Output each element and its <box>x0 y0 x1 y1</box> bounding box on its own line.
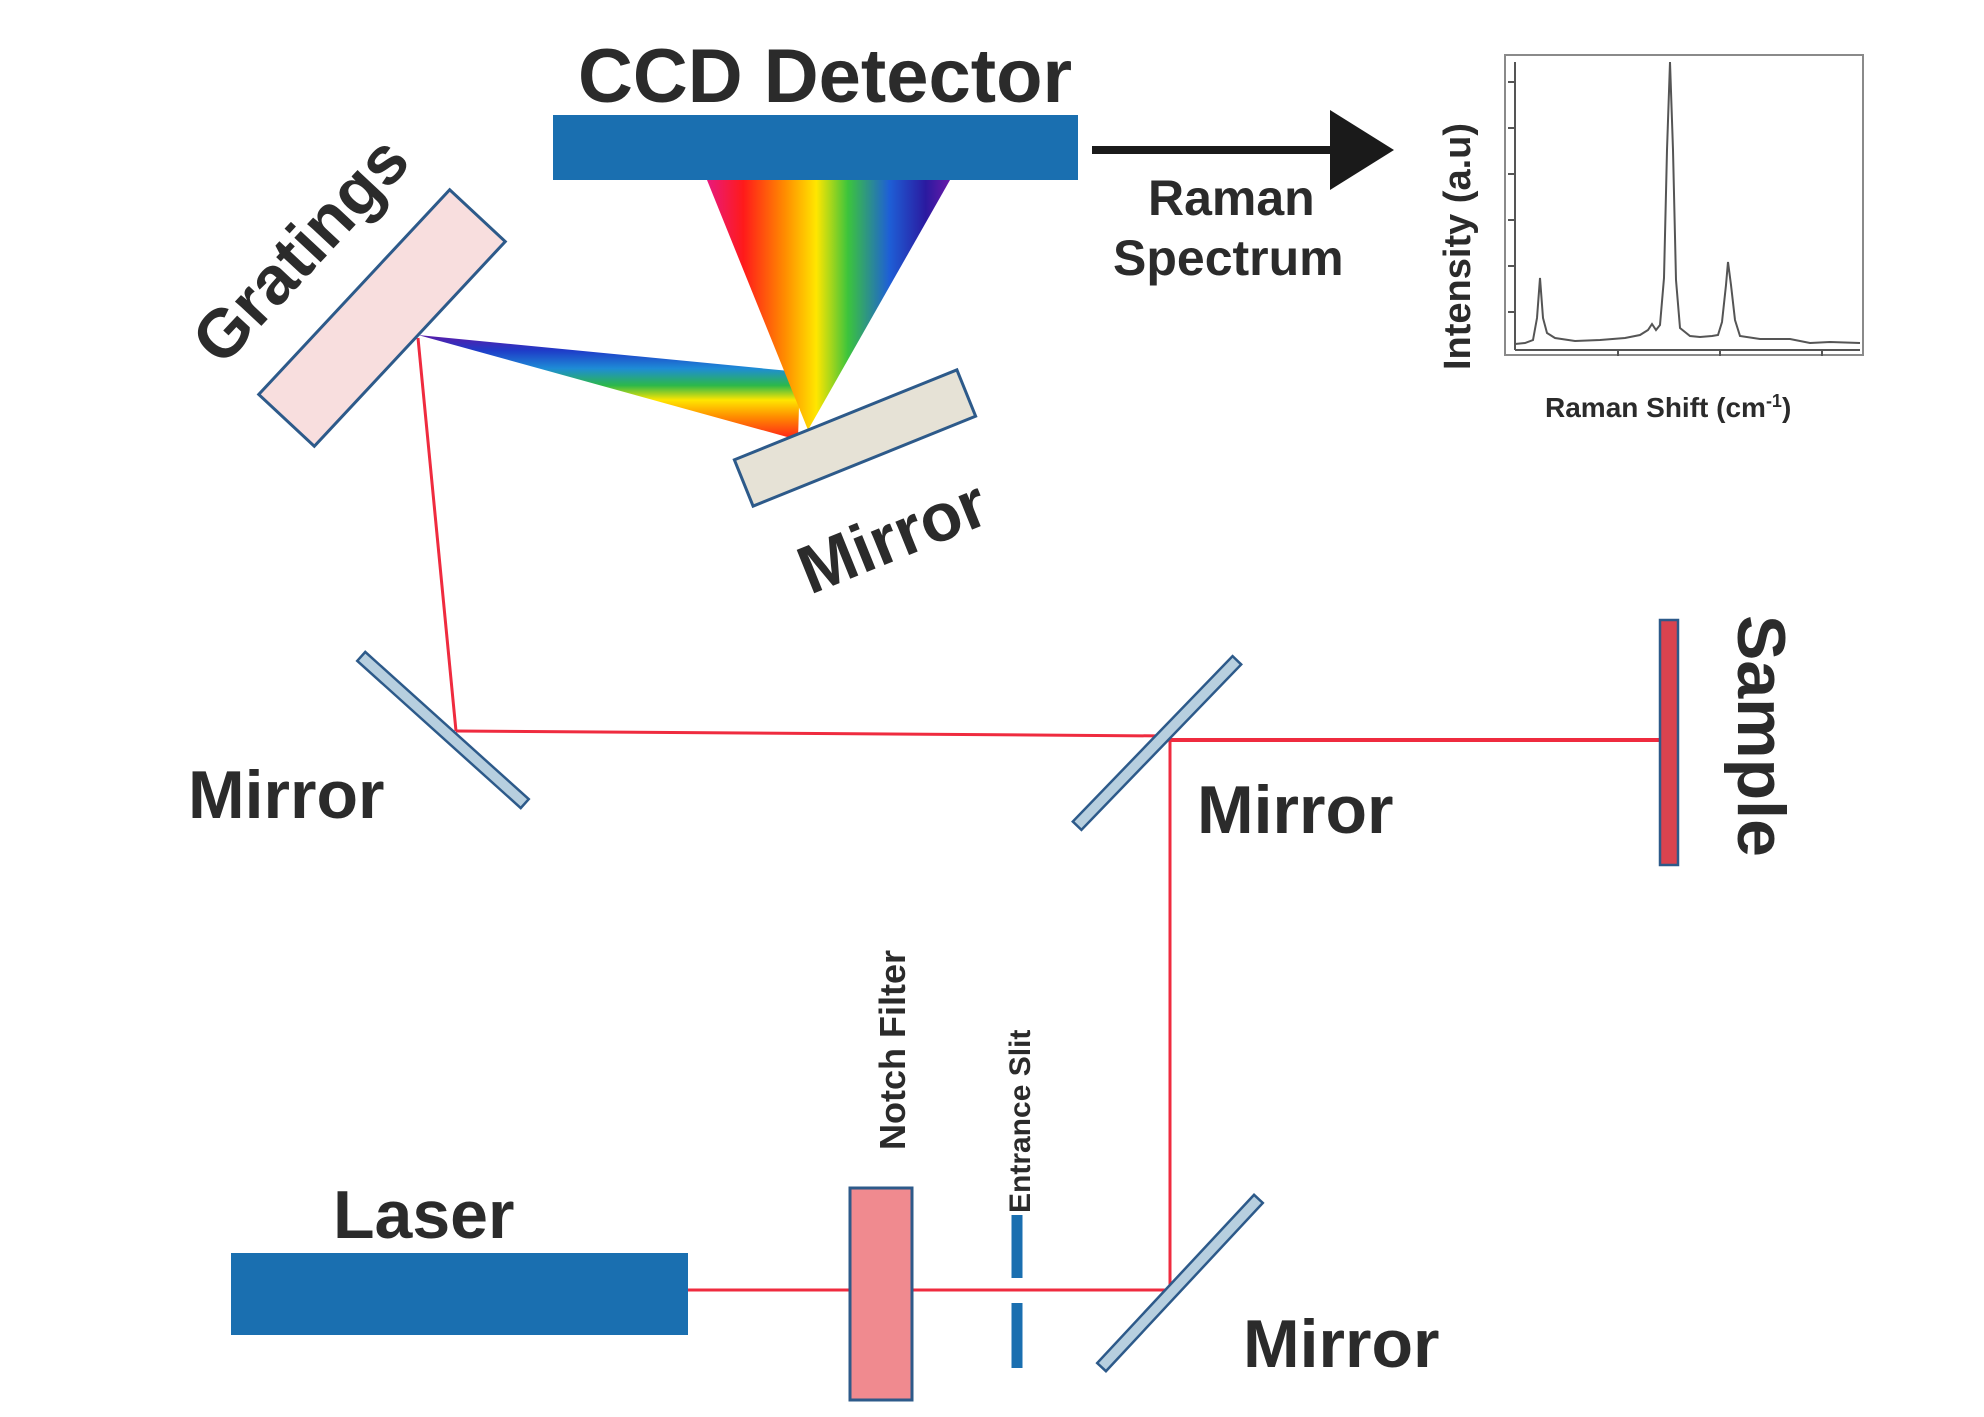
raman-spectrum-label-line1: Raman <box>1148 170 1315 226</box>
ccd-detector-label: CCD Detector <box>578 34 1072 119</box>
spectrum-fan <box>707 180 950 430</box>
laser-beam-path <box>416 337 1668 1292</box>
raman-spectrum-label-line2: Spectrum <box>1113 230 1344 286</box>
inset-spectrum-line <box>1514 61 1861 345</box>
sample-label: Sample <box>1723 615 1799 857</box>
entrance-slit-label: Entrance Slit <box>1004 1030 1037 1213</box>
middle-mirror-label: Mirror <box>1197 772 1393 848</box>
laser-label: Laser <box>333 1177 514 1253</box>
notch-filter <box>848 1186 914 1402</box>
left-mirror <box>355 650 531 810</box>
inset-plot-frame <box>1504 54 1864 356</box>
bottom-mirror-label: Mirror <box>1243 1306 1439 1382</box>
bottom-mirror <box>1095 1193 1265 1373</box>
laser-source <box>231 1253 688 1335</box>
spectrometer-mirror-label: Mirror <box>787 465 998 609</box>
inset-y-axis-label: Intensity (a.u) <box>1437 123 1479 370</box>
raman-spectrum-inset: Intensity (a.u) Raman Shift (cm-1) <box>1437 54 1864 423</box>
ccd-detector-bar <box>553 115 1078 180</box>
spectrometer-mirror <box>732 367 978 509</box>
left-mirror-label: Mirror <box>188 757 384 833</box>
sample-element <box>1658 618 1680 867</box>
inset-x-axis-label: Raman Shift (cm-1) <box>1545 391 1791 423</box>
gratings-element <box>256 187 508 449</box>
notch-filter-label: Notch Filter <box>872 950 913 1150</box>
inset-y-ticks <box>1508 81 1515 313</box>
dispersed-light-beam <box>418 335 800 440</box>
inset-x-ticks <box>1617 350 1823 356</box>
middle-mirror <box>1071 654 1243 832</box>
